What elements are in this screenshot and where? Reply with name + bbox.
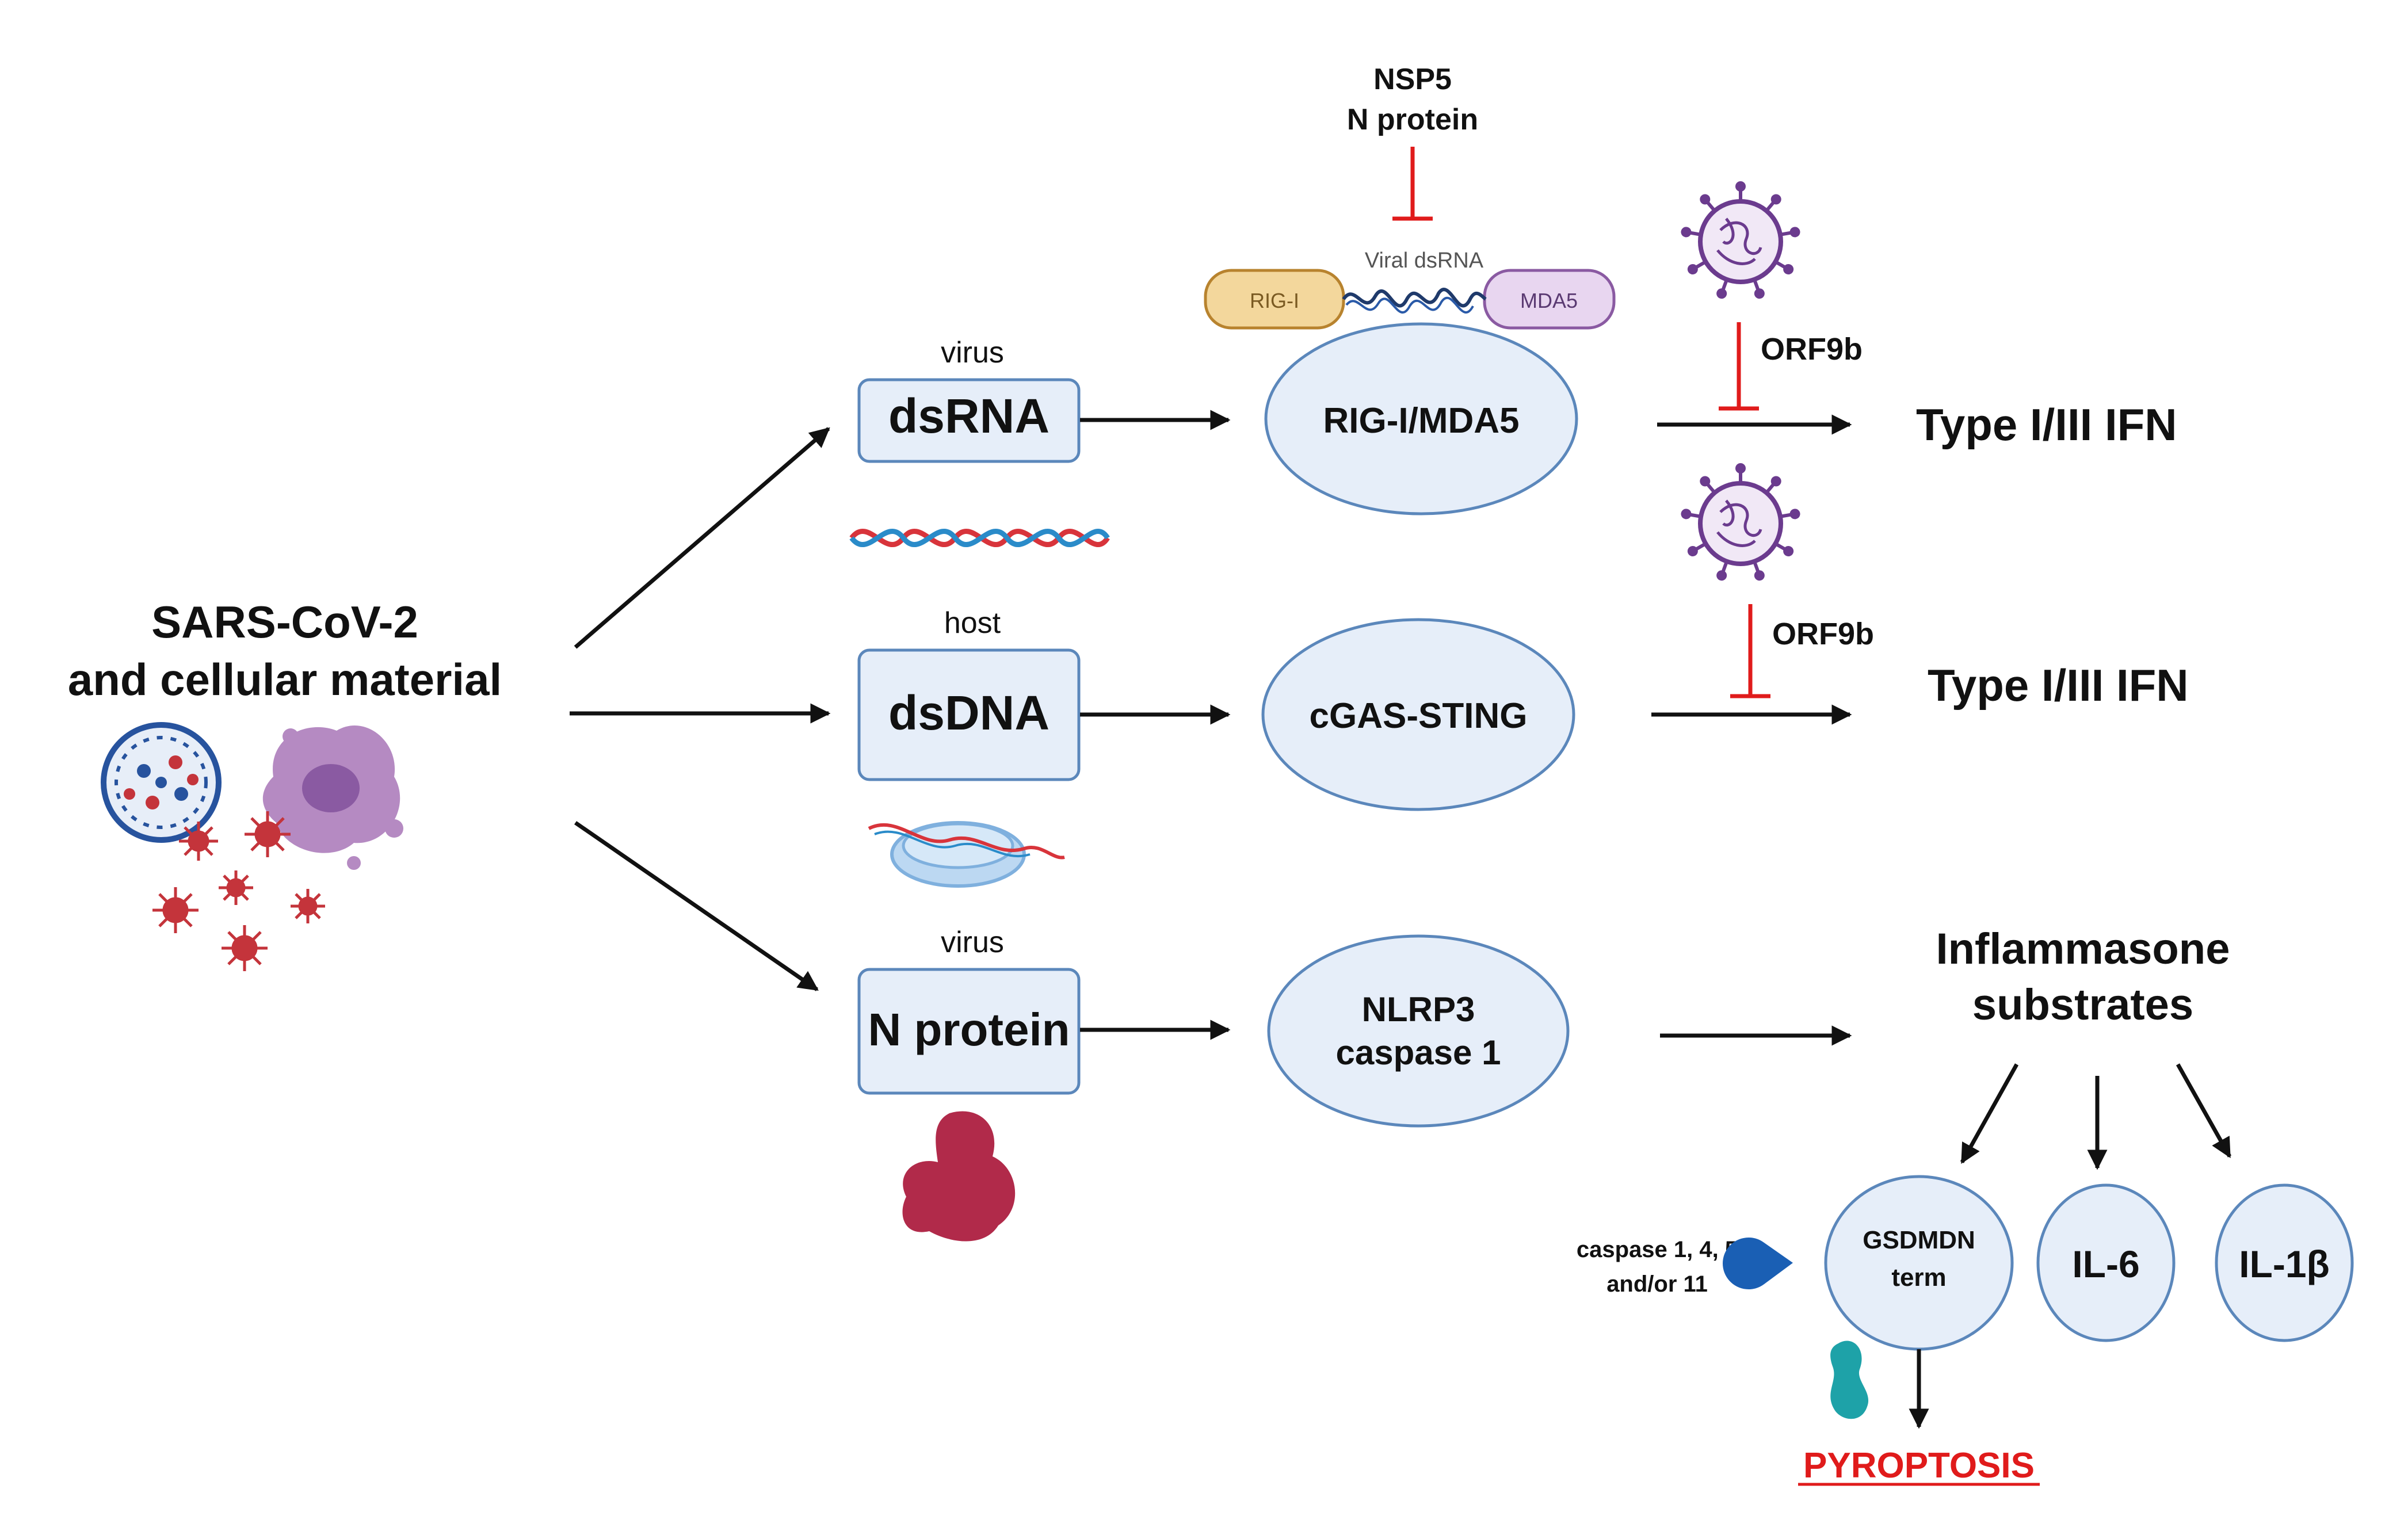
- small-virus-icons: [152, 811, 325, 971]
- rig-inhibition-marker: [1392, 147, 1433, 221]
- rig-mda5-node: RIG-I/MDA5: [1264, 322, 1578, 515]
- pyroptosis-text: PYROPTOSIS: [1803, 1446, 2035, 1485]
- nlrp3-node: NLRP3 caspase 1: [1267, 934, 1570, 1128]
- dsrna-helix-icon: [849, 529, 1110, 547]
- il1b-node: IL-1β: [2215, 1183, 2354, 1342]
- viral-dsrna-label: Viral dsRNA: [1365, 249, 1484, 273]
- ifn-mid-label: Type I/III IFN: [1928, 660, 2189, 711]
- small-virus-icon: [219, 870, 253, 905]
- mda5-label: MDA5: [1520, 289, 1578, 312]
- inflammasome-label-line2: substrates: [1972, 980, 2193, 1029]
- il6-label: IL-6: [2072, 1243, 2139, 1285]
- caspase-enzyme-icon: [1723, 1238, 1793, 1290]
- gsdmdn-label-line2: term: [1891, 1263, 1946, 1292]
- mda5-protein-icon: MDA5: [1483, 269, 1616, 330]
- arrow-source-to-nprotein: [574, 821, 819, 991]
- rigi-protein-icon: RIG-I: [1204, 269, 1345, 330]
- rigi-label: RIG-I: [1250, 289, 1299, 312]
- source-label: SARS-CoV-2 and cellular material: [68, 597, 502, 705]
- infected-cell-icon: [262, 725, 403, 870]
- source-title-line2: and cellular material: [68, 654, 502, 705]
- host-dna-nucleosome-icon: [868, 821, 1065, 888]
- cgas-sting-node: cGAS-STING: [1261, 618, 1575, 811]
- orf9b-top-inhibition: ORF9b: [1719, 322, 1863, 411]
- nprotein-label: N protein: [868, 1004, 1070, 1055]
- nprotein-node: virus N protein: [857, 926, 1081, 1095]
- small-virus-icon: [152, 887, 199, 933]
- orf9b-virus-top-icon: [1680, 181, 1801, 300]
- small-virus-icon: [245, 811, 291, 857]
- arrow-source-to-dsrna: [574, 427, 830, 649]
- pyroptosis-label: PYROPTOSIS: [1798, 1446, 2040, 1486]
- orf9b-mid-label: ORF9b: [1772, 617, 1874, 651]
- caspase-label: caspase 1, 4, 5 and/or 11: [1577, 1237, 1738, 1297]
- dsdna-origin: host: [944, 606, 1001, 640]
- dsdna-node: host dsDNA: [857, 606, 1081, 781]
- dsrna-origin: virus: [941, 336, 1004, 369]
- gsdmdn-node: GSDMDN term: [1824, 1175, 2014, 1351]
- rig-inhibitor-line1: NSP5: [1373, 63, 1452, 96]
- orf9b-top-label: ORF9b: [1761, 332, 1863, 366]
- nlrp3-label-line1: NLRP3: [1362, 990, 1475, 1029]
- ifn-top-label: Type I/III IFN: [1916, 399, 2177, 450]
- il6-node: IL-6: [2036, 1183, 2176, 1342]
- gsdmdn-label-line1: GSDMDN: [1863, 1226, 1975, 1254]
- sars-cov-2-virion-icon: [101, 722, 222, 843]
- dsrna-label: dsRNA: [888, 389, 1050, 443]
- small-virus-icon: [179, 822, 218, 861]
- cgas-sting-label: cGAS-STING: [1310, 696, 1528, 736]
- arrow-inflammasome-to-il1b: [2176, 1063, 2232, 1159]
- il1b-label: IL-1β: [2239, 1243, 2330, 1285]
- viral-dsrna-strand-icon: [1342, 288, 1487, 308]
- orf9b-mid-inhibition: ORF9b: [1730, 604, 1874, 698]
- caspase-label-line1: caspase 1, 4, 5: [1577, 1237, 1738, 1262]
- orf9b-virus-mid-icon: [1680, 463, 1801, 582]
- nucleocapsid-protein-icon: [902, 1111, 1016, 1242]
- source-title-line1: SARS-CoV-2: [151, 597, 418, 647]
- small-virus-icon: [291, 889, 325, 923]
- rig-inset: NSP5 N protein Viral dsRNA RIG-I MDA5: [1204, 63, 1616, 330]
- dsdna-label: dsDNA: [888, 686, 1050, 740]
- rig-mda5-label: RIG-I/MDA5: [1323, 401, 1520, 441]
- small-virus-icon: [222, 925, 268, 971]
- dsrna-node: virus dsRNA: [857, 336, 1081, 463]
- rig-inhibitor-line2: N protein: [1347, 103, 1478, 136]
- inflammasome-label-line1: Inflammasone: [1936, 925, 2230, 973]
- caspase-label-line2: and/or 11: [1606, 1271, 1708, 1297]
- arrow-inflammasome-to-gsdmdn: [1960, 1063, 2019, 1164]
- nprotein-origin: virus: [941, 926, 1004, 959]
- nlrp3-label-line2: caspase 1: [1336, 1033, 1501, 1072]
- gsdmd-fragment-icon: [1830, 1341, 1869, 1419]
